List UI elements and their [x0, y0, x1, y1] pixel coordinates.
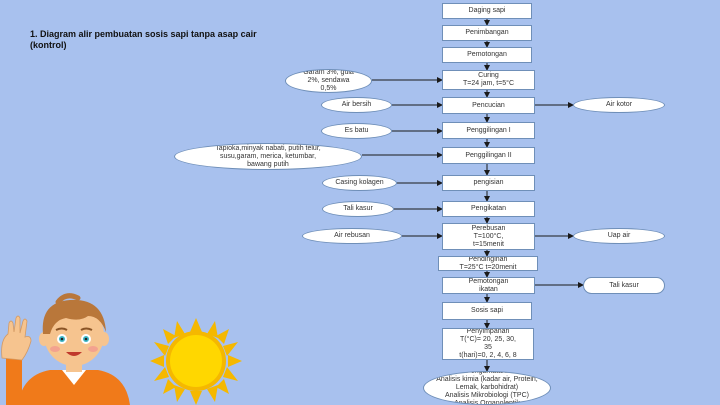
step-penggilingan-2: Penggilingan II	[442, 147, 535, 164]
step-pencucian: Pencucian	[442, 97, 535, 114]
step-perebusan: Perebusan T=100°C, t=15menit	[442, 223, 535, 250]
step-pendinginan: Pendinginan T=25°C t=20menit	[438, 256, 538, 271]
input-es-batu: Es batu	[321, 123, 392, 139]
step-sosis-sapi: Sosis sapi	[442, 302, 532, 320]
step-pengikatan: Pengikatan	[442, 201, 535, 217]
input-air-rebusan: Air rebusan	[302, 228, 402, 244]
input-tali-kasur: Tali kasur	[322, 201, 394, 217]
step-pemotongan-ikatan: Pemotongan ikatan	[442, 277, 535, 294]
input-garam-gula-sendawa: Garam 3%, gula 2%, sendawa 0,5%	[285, 69, 372, 93]
step-penimbangan: Penimbangan	[442, 25, 532, 41]
step-penyimpanan: Penyimpanan T(°C)= 20, 25, 30, 35 t(hari…	[442, 328, 534, 360]
step-pengisian: pengisian	[442, 175, 535, 191]
input-air-bersih: Air bersih	[321, 97, 392, 113]
output-tali-kasur: Tali kasur	[583, 277, 665, 294]
step-penggilingan-1: Penggilingan I	[442, 122, 535, 139]
step-curing: Curing T=24 jam, t=5°C	[442, 70, 535, 90]
sun-icon	[150, 318, 242, 405]
output-uap-air: Uap air	[573, 228, 665, 244]
step-pengamatan: Pengamatan: Analisis kimia (kadar air, P…	[423, 371, 551, 405]
input-casing-kolagen: Casing kolagen	[322, 175, 397, 191]
input-tapioka-bumbu: Tapioka,minyak nabati, putih telur, susu…	[174, 143, 362, 170]
output-air-kotor: Air kotor	[573, 97, 665, 113]
waving-boy-icon	[0, 290, 150, 405]
step-daging-sapi: Daging sapi	[442, 3, 532, 19]
step-pemotongan: Pemotongan	[442, 47, 532, 63]
